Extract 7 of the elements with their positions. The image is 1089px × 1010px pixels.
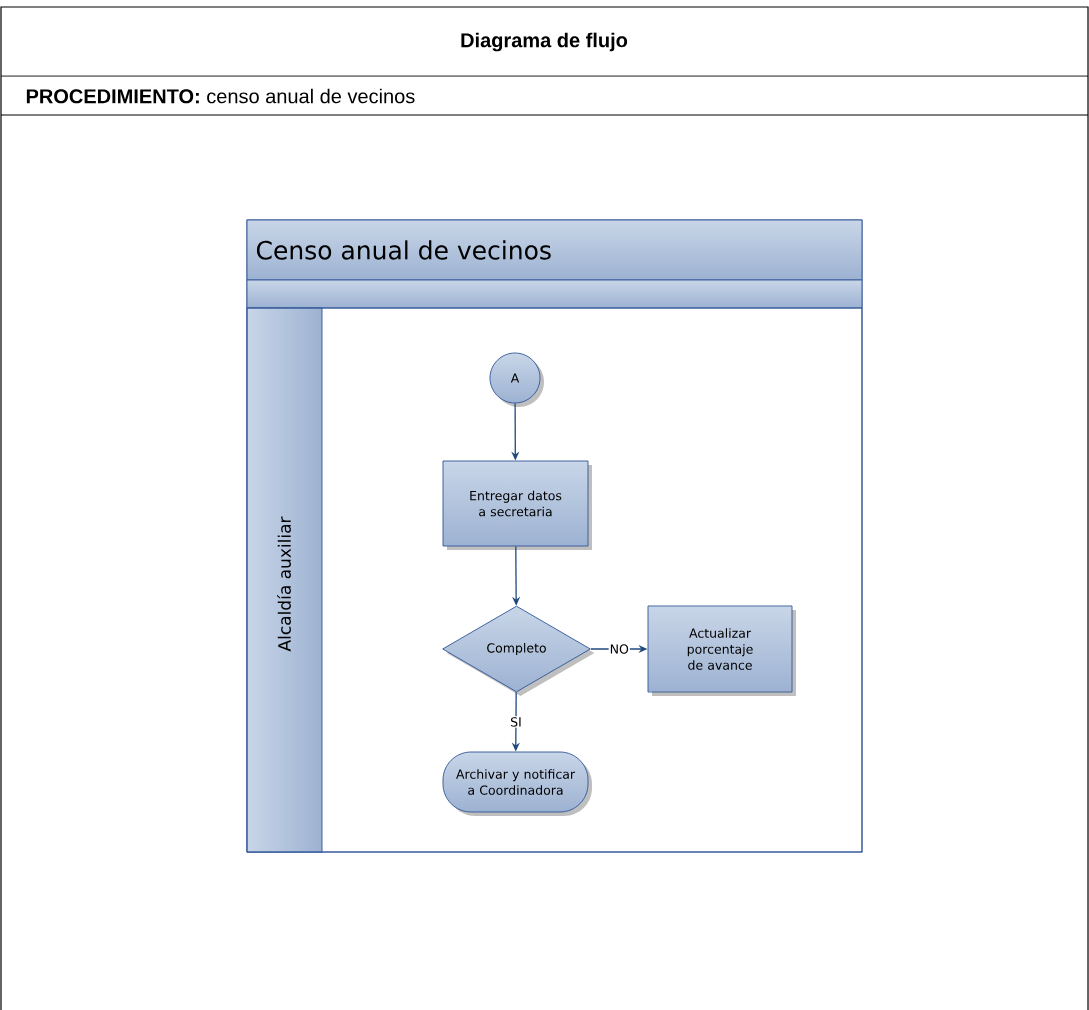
terminal-box: Archivar y notificar a Coordinadora [442,751,592,816]
edge-label: SI [509,716,523,728]
process-box: Actualizar porcentaje de avance [647,605,796,696]
edge-label: NO [608,643,630,655]
process-box: Entregar datos a secretaria [442,460,592,550]
procedure-label: PROCEDIMIENTO: censo anual de vecinos [26,88,415,104]
title: Diagrama de flujo [461,32,628,52]
